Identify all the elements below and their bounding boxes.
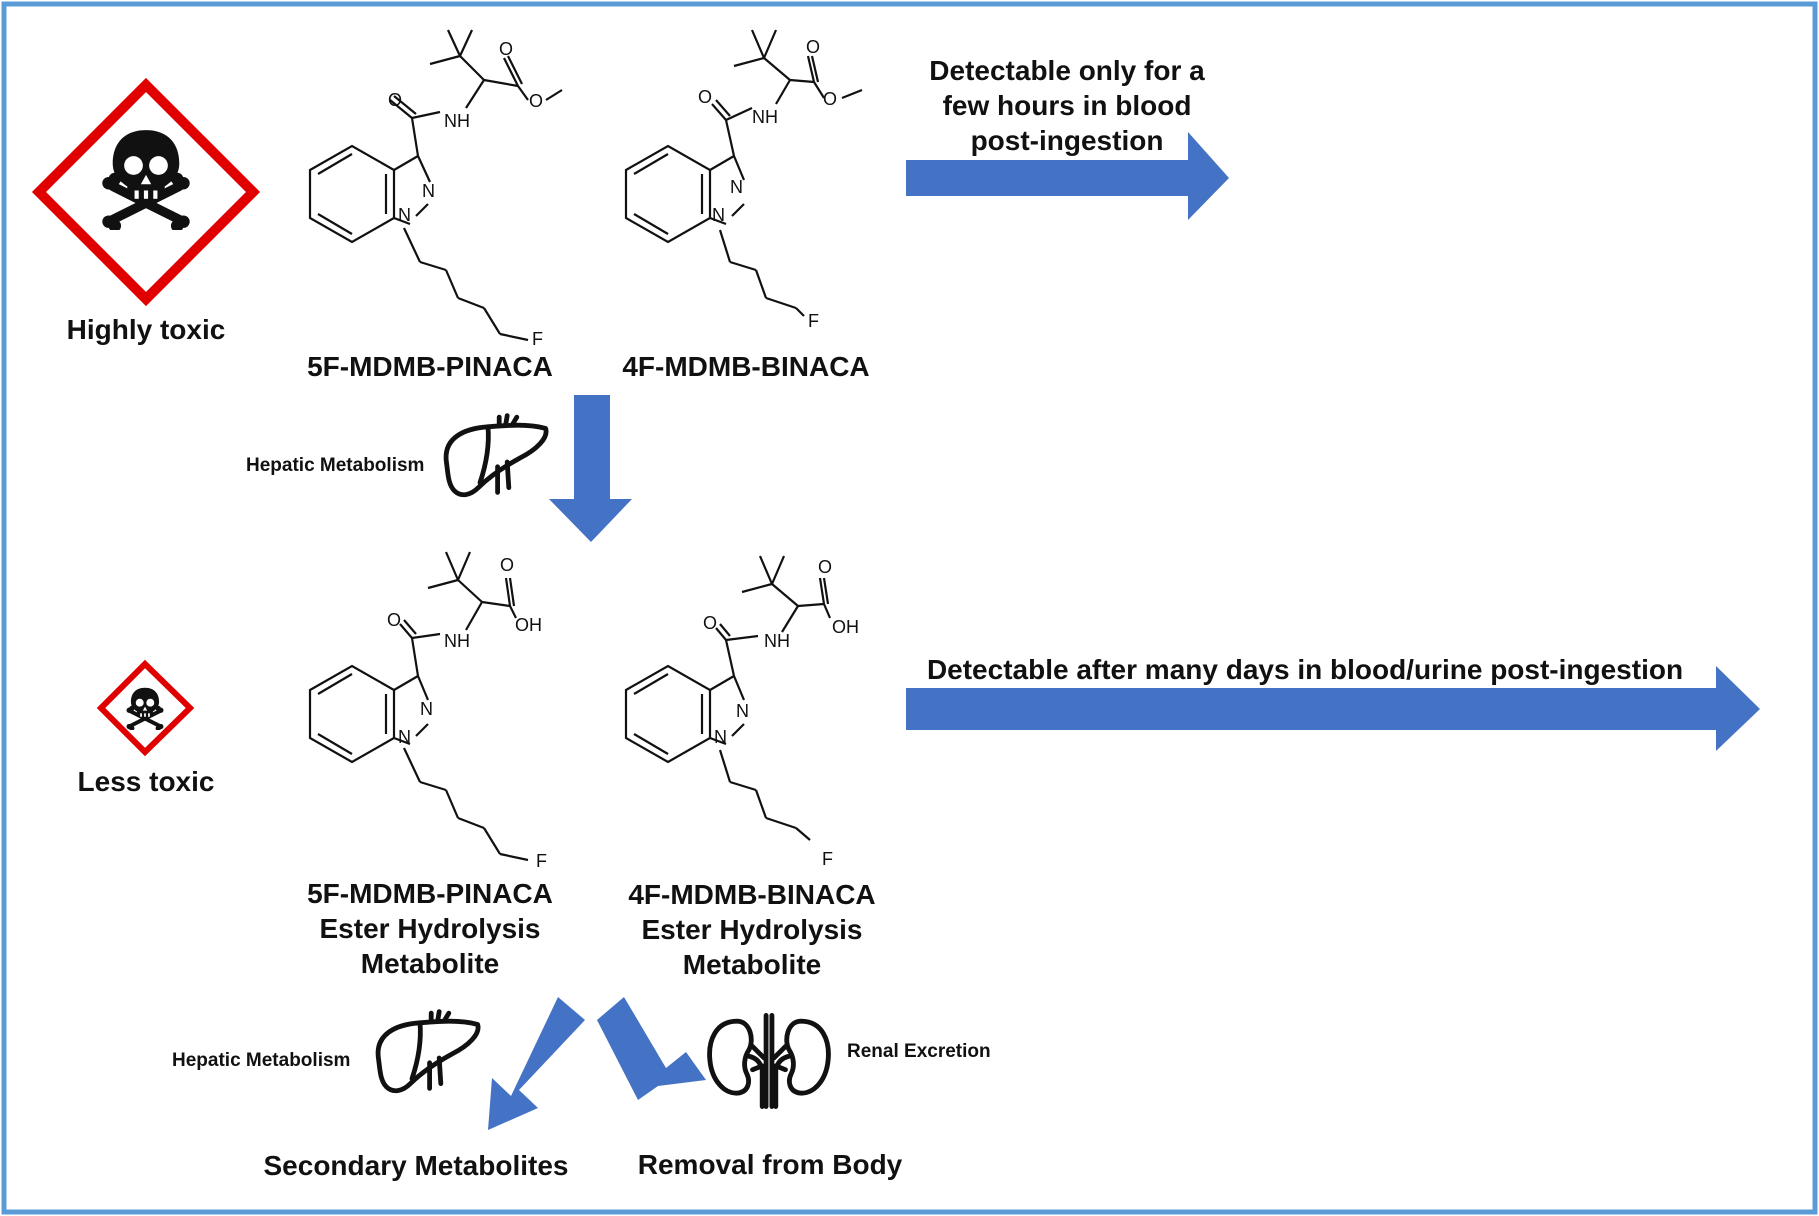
atom-label: NH	[444, 111, 470, 131]
label-highly-toxic: Highly toxic	[66, 314, 226, 345]
atom-label: O	[387, 610, 402, 630]
metabolite-name-4f-line1: 4F-MDMB-BINACA	[628, 879, 876, 910]
atom-label: O	[698, 87, 713, 107]
compound-name-5f-mdmb-pinaca: 5F-MDMB-PINACA	[307, 351, 553, 382]
arrow-hepatic-metabolism-down	[549, 395, 632, 542]
outcome-removal-from-body: Removal from Body	[637, 1149, 903, 1180]
hazard-diamond-high	[31, 77, 261, 307]
atom-label: N	[730, 177, 743, 197]
metabolite-name-5f-line3: Metabolite	[360, 948, 500, 979]
atom-label: N	[712, 205, 725, 225]
atom-label: O	[703, 613, 718, 633]
atom-label: NH	[444, 631, 470, 651]
compound-name-4f-mdmb-binaca: 4F-MDMB-BINACA	[622, 351, 870, 382]
atom-label: O	[818, 557, 833, 577]
liver-icon	[378, 1012, 478, 1091]
detection-parent-line1: Detectable only for a	[929, 55, 1205, 86]
label-less-toxic: Less toxic	[77, 766, 215, 797]
label-hepatic-metabolism-2: Hepatic Metabolism	[172, 1050, 351, 1071]
detection-parent-line3: post-ingestion	[970, 125, 1164, 156]
structure-4f-mdmb-binaca-metabolite	[624, 555, 832, 841]
atom-label: F	[532, 329, 543, 349]
metabolite-name-5f-line1: 5F-MDMB-PINACA	[307, 878, 553, 909]
atom-label: O	[499, 39, 514, 59]
atom-label: O	[388, 90, 403, 110]
structure-5f-mdmb-pinaca-metabolite	[308, 551, 529, 862]
kidneys-icon	[710, 1015, 829, 1106]
structure-4f-mdmb-binaca	[624, 29, 863, 317]
label-renal-excretion: Renal Excretion	[847, 1041, 991, 1062]
hazard-diamond-low	[96, 659, 195, 757]
metabolite-name-4f-line3: Metabolite	[682, 949, 822, 980]
atom-label: OH	[515, 615, 542, 635]
structure-5f-mdmb-pinaca	[308, 29, 563, 342]
atom-label: NH	[764, 631, 790, 651]
atom-label: O	[823, 89, 838, 109]
atom-label: N	[398, 205, 411, 225]
atom-label: O	[806, 37, 821, 57]
atom-label: O	[500, 555, 515, 575]
atom-label: N	[422, 181, 435, 201]
atom-label: N	[420, 699, 433, 719]
arrow-parent-detection	[906, 132, 1229, 220]
metabolite-name-4f-line2: Ester Hydrolysis	[641, 914, 863, 945]
atom-label: F	[536, 851, 547, 871]
atom-label: F	[822, 849, 833, 869]
atom-label: O	[529, 91, 544, 111]
label-hepatic-metabolism-1: Hepatic Metabolism	[246, 455, 425, 476]
arrow-to-secondary-metabolites	[488, 997, 585, 1130]
liver-icon	[446, 416, 546, 495]
detection-metabolite: Detectable after many days in blood/urin…	[926, 654, 1684, 685]
atom-label: NH	[752, 107, 778, 127]
atom-label: OH	[832, 617, 859, 637]
metabolite-name-5f-line2: Ester Hydrolysis	[319, 913, 541, 944]
arrow-metabolite-detection	[906, 666, 1760, 751]
outcome-secondary-metabolites: Secondary Metabolites	[263, 1150, 569, 1181]
atom-label: N	[736, 701, 749, 721]
arrow-to-removal	[597, 997, 706, 1100]
detection-parent-line2: few hours in blood	[942, 90, 1192, 121]
atom-label: N	[398, 727, 411, 747]
atom-label: F	[808, 311, 819, 331]
atom-label: N	[714, 727, 727, 747]
